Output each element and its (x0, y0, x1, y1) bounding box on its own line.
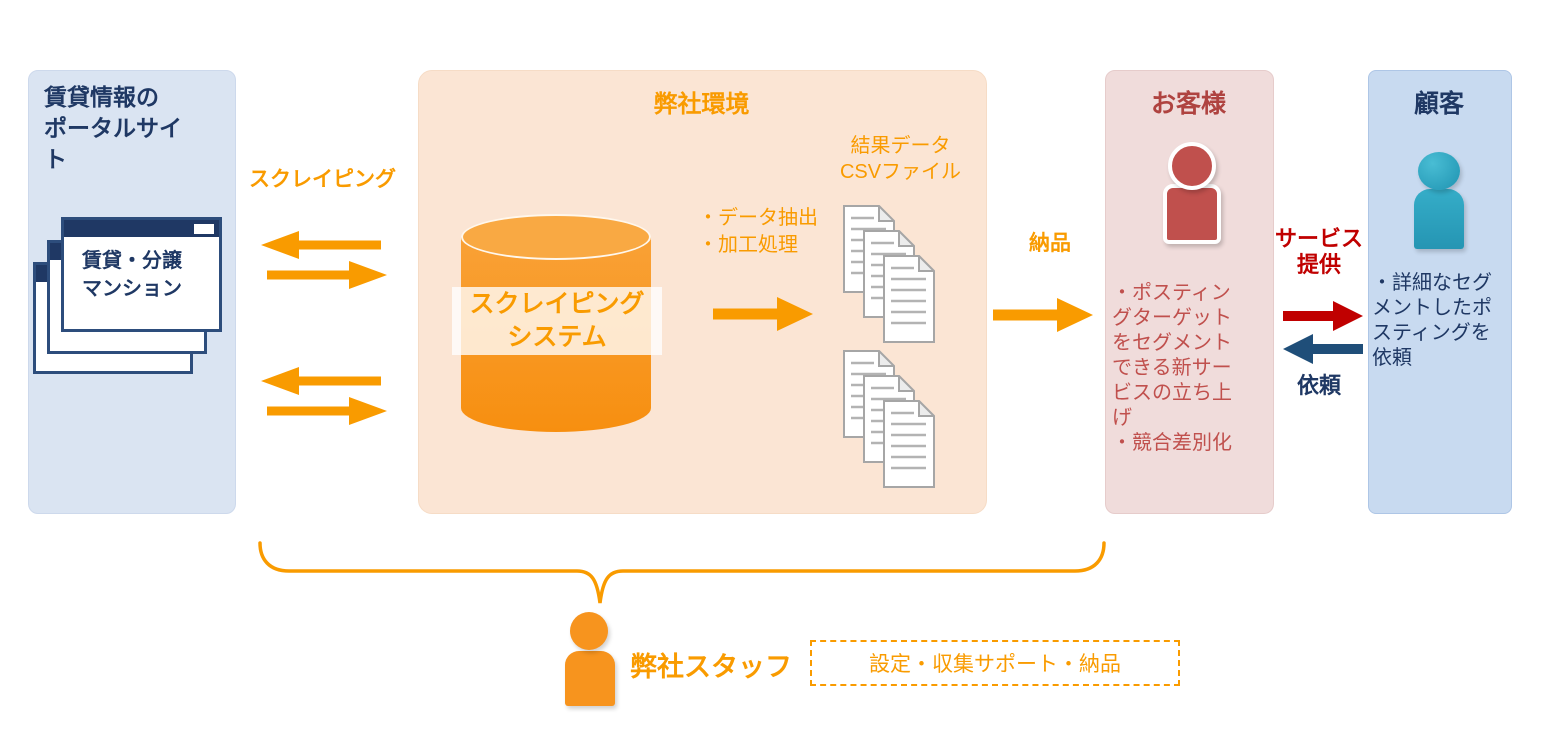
service-label: サービス 提供 (1274, 226, 1363, 277)
customer-panel-title: お客様 (1150, 90, 1226, 118)
arrow-right-icon (267, 397, 387, 425)
person-head (570, 612, 608, 650)
arrow-left-icon (261, 367, 381, 395)
staff-label: 弊社スタッフ (630, 652, 792, 682)
cylinder-top (461, 214, 651, 260)
client-panel-title: 顧客 (1413, 90, 1464, 118)
person-body (1163, 184, 1221, 244)
scraping-system-label: スクレイピング システム (452, 287, 662, 355)
output-label: 結果データ CSVファイル (839, 135, 962, 183)
company-panel-title: 弊社環境 (653, 91, 750, 118)
document-icon (883, 400, 935, 488)
arrow-right-icon (267, 261, 387, 289)
request-label: 依頼 (1296, 373, 1341, 398)
arrow-left-icon (1283, 334, 1363, 364)
browser-window-front: 賃貸・分譲 マンション (61, 217, 222, 332)
customer-notes: ・ポスティン グターゲット をセグメント できる新サー ビスの立ち上 げ ・競合… (1112, 282, 1232, 454)
client-panel (1368, 70, 1512, 514)
arrow-left-icon (261, 231, 381, 259)
document-icon (883, 255, 935, 343)
arrow-right-icon (993, 298, 1093, 332)
staff-tasks-label: 設定・収集サポート・納品 (869, 653, 1121, 676)
delivery-label: 納品 (1029, 232, 1071, 255)
arrow-right-icon (1283, 301, 1363, 331)
person-body (565, 651, 615, 706)
portal-panel-title: 賃貸情報の ポータルサイ ト (44, 84, 182, 172)
window-close-icon (194, 224, 214, 234)
window-label: 賃貸・分譲 マンション (82, 250, 182, 300)
arrow-right-icon (713, 297, 813, 331)
process-notes: ・データ抽出 ・加工処理 (698, 207, 818, 256)
person-head (1418, 152, 1460, 190)
curly-brace-icon (258, 541, 1106, 604)
staff-tasks-box: 設定・収集サポート・納品 (810, 640, 1180, 686)
window-titlebar (64, 220, 219, 237)
scraping-label: スクレイピング (249, 168, 396, 191)
person-head (1168, 142, 1216, 190)
client-notes: ・詳細なセグ メントしたポ スティングを 依頼 (1372, 272, 1492, 369)
person-body (1414, 189, 1464, 249)
